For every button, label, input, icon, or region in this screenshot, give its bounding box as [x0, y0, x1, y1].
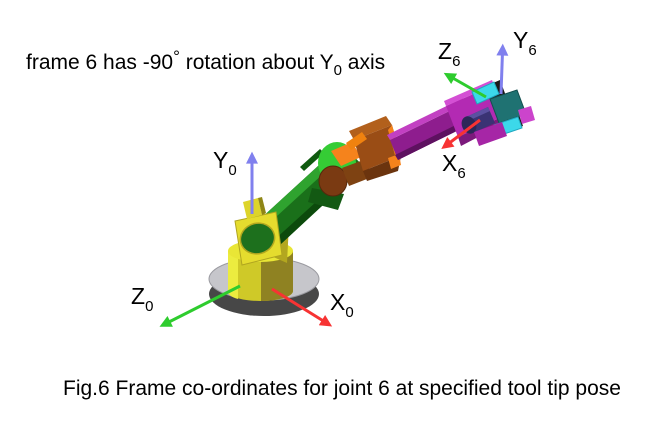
axis-label-y0: Y0: [213, 147, 237, 179]
axis-subscript: 0: [345, 304, 354, 321]
x0-axis-arrow: [271, 287, 333, 327]
annotation-middle: rotation about Y: [179, 51, 334, 74]
end-effector: [444, 80, 535, 146]
gripper-fingers: [474, 122, 507, 146]
elbow-assembly: [308, 116, 401, 210]
shoulder-joint-disc: [241, 223, 274, 254]
z0-axis-arrow: [159, 284, 241, 327]
axis-label-x0: X0: [330, 289, 354, 321]
annotation-subscript: 0: [333, 62, 342, 79]
annotation-rotation-note: frame 6 has -90° rotation about Y0 axis: [26, 47, 385, 79]
axis-letter: X: [330, 289, 346, 315]
x6-axis-arrow: [441, 118, 481, 150]
y6-axis-arrow: [496, 43, 509, 95]
frame-arrows: [159, 43, 509, 327]
axis-subscript: 6: [457, 165, 466, 182]
z6-axis-arrow: [443, 72, 487, 99]
axis-subscript: 6: [452, 53, 461, 70]
tool-collar-top: [471, 81, 500, 105]
axis-letter: Y: [213, 147, 229, 173]
axis-label-z6: Z6: [438, 38, 461, 70]
axis-letter: Z: [131, 283, 146, 309]
axis-subscript: 6: [528, 42, 537, 59]
figure-caption: Fig.6 Frame co-ordinates for joint 6 at …: [63, 377, 621, 400]
axis-subscript: 0: [145, 298, 154, 315]
axis-label-x6: X6: [442, 150, 466, 182]
axis-subscript: 0: [228, 162, 237, 179]
axis-label-z0: Z0: [131, 283, 154, 315]
elbow-joint-cap: [318, 165, 348, 197]
axis-letter: X: [442, 150, 458, 176]
degree-symbol: °: [173, 47, 180, 66]
annotation-suffix: axis: [341, 51, 386, 74]
annotation-prefix: frame 6 has -90: [26, 51, 174, 74]
axis-letter: Z: [438, 38, 453, 64]
axis-letter: Y: [513, 27, 529, 53]
axis-label-y6: Y6: [513, 27, 537, 59]
